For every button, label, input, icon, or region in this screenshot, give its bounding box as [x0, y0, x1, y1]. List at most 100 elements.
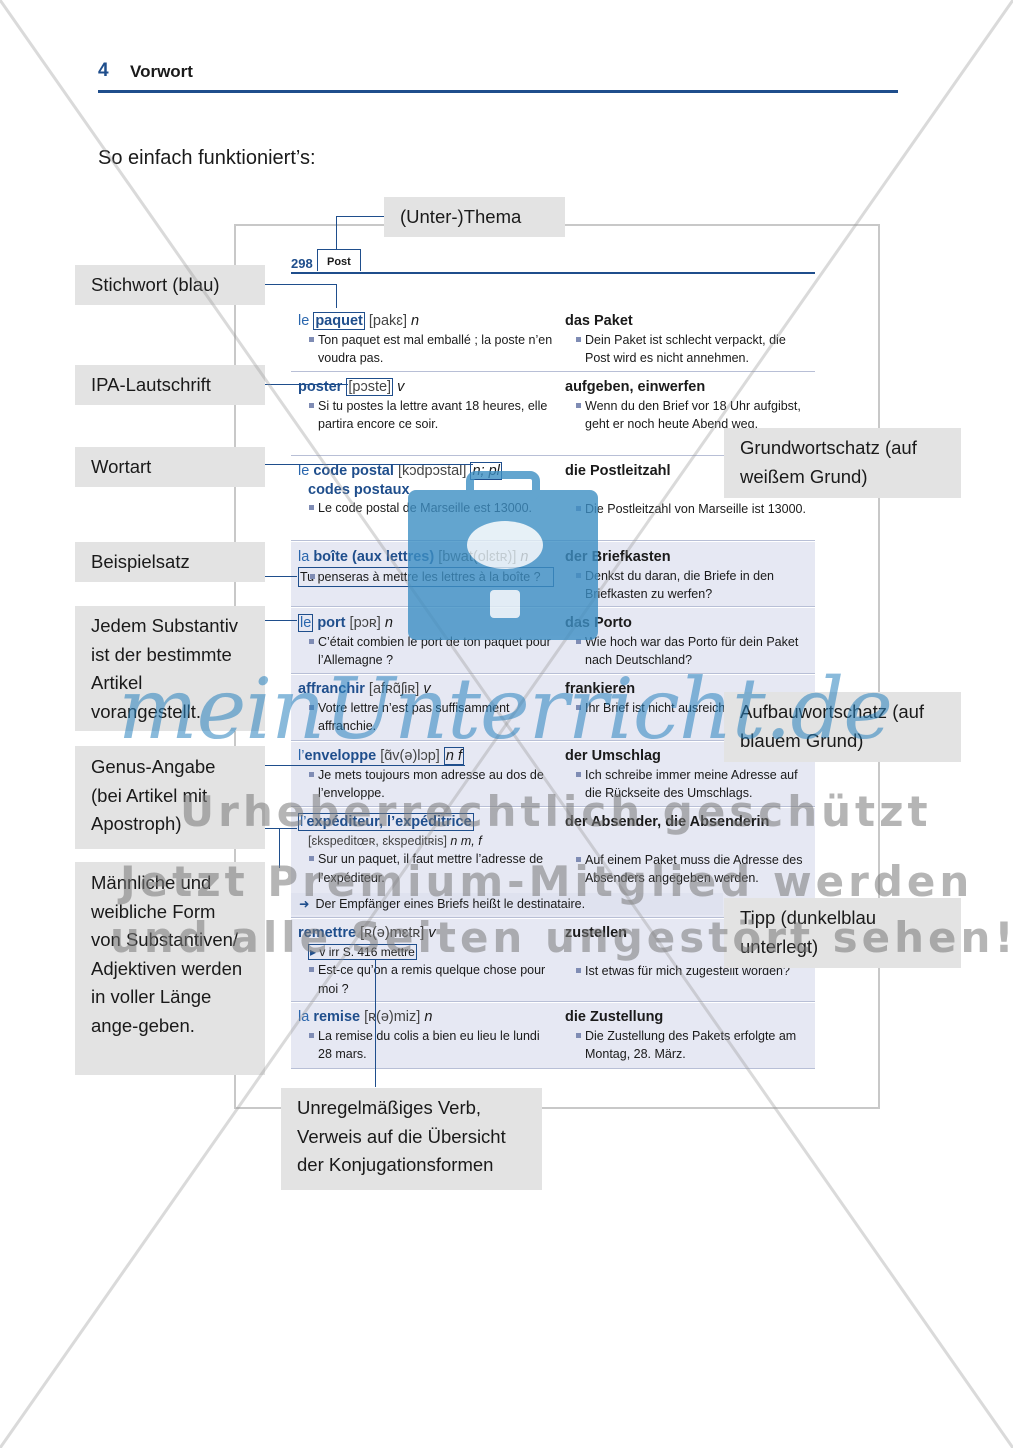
dict-entry: la boîte (aux lettres) [bwat(olɛtʀ)] n T…	[291, 542, 815, 607]
entry-irregular-ref[interactable]: v irr S. 416 mettre	[319, 944, 415, 959]
entry-example: Le code postal de Marseille est 13000.	[298, 499, 556, 518]
entry-pos: n	[520, 549, 529, 565]
intro-text: So einfach funktioniert’s:	[98, 147, 316, 169]
entry-article: l’	[298, 748, 305, 764]
entry-translation-example: Die Zustellung des Pakets erfolgte am Mo…	[565, 1027, 811, 1064]
entry-translation-example: Ich schreibe immer meine Adresse auf die…	[565, 766, 811, 803]
entry-article: le	[298, 614, 314, 632]
page-title: Vorwort	[130, 62, 193, 81]
entry-translation: zustellen	[565, 925, 628, 941]
entry-keyword: enveloppe	[304, 748, 377, 764]
entry-pos: n f	[443, 747, 464, 765]
connector-line	[265, 284, 337, 285]
entry-example: Tu penseras à mettre les lettres à la bo…	[298, 566, 554, 587]
label-stichwort: Stichwort (blau)	[75, 265, 265, 305]
entry-example: Si tu postes la lettre avant 18 heures, …	[298, 397, 556, 434]
connector-line	[279, 828, 280, 868]
entry-ipa: [ɛkspeditœʀ, ɛkspeditʀis]	[308, 833, 447, 848]
entry-ipa: [pɔʀ]	[349, 615, 381, 631]
header-rule	[98, 90, 898, 93]
arrow-right-icon: ➜	[299, 897, 310, 911]
entry-example: La remise du colis a bien eu lieu le lun…	[298, 1027, 556, 1064]
entry-translation: der Umschlag	[565, 748, 661, 764]
tip-bar: ➜ Der Empfänger eines Briefs heißt le des…	[291, 893, 723, 915]
dict-header-rule	[291, 272, 815, 274]
connector-line	[265, 464, 473, 465]
connector-line	[375, 960, 376, 1087]
entry-pos: n	[424, 1009, 433, 1025]
entry-translation-example: Denkst du daran, die Briefe in den Brief…	[565, 567, 811, 604]
label-beispielsatz: Beispielsatz	[75, 542, 265, 582]
entry-pos: v	[428, 925, 436, 941]
label-formen: Männliche und weibliche Form von Substan…	[75, 862, 265, 1075]
connector-line	[265, 576, 297, 577]
entry-example: Je mets toujours mon adresse au dos de l…	[298, 766, 556, 803]
connector-line	[265, 384, 348, 385]
dict-topic: Post	[317, 249, 361, 271]
label-wortart: Wortart	[75, 447, 265, 487]
entry-keyword: boîte (aux lettres)	[313, 549, 435, 565]
entry-keyword: remise	[313, 1009, 361, 1025]
tip-text: Der Empfänger eines Briefs heißt le dest…	[315, 897, 586, 911]
entry-ipa: [kɔdpɔstal]	[397, 463, 467, 479]
entry-article: l’	[300, 814, 307, 830]
label-thema: (Unter-)Thema	[384, 197, 565, 237]
connector-line	[265, 620, 297, 621]
entry-translation: aufgeben, einwerfen	[565, 379, 706, 395]
entry-pos: v	[423, 681, 431, 697]
entry-article: la	[298, 549, 310, 565]
entry-example: Ton paquet est mal emballé ; la poste n’…	[298, 331, 556, 368]
label-genus: Genus-Angabe (bei Artikel mit Apostroph)	[75, 746, 265, 849]
entry-ipa: [ʀ(ə)mɛtʀ]	[360, 925, 425, 941]
page-number: 4	[98, 60, 109, 81]
entry-plural: codes postaux	[308, 481, 410, 498]
dict-entry: la remise [ʀ(ə)miz] n La remise du colis…	[291, 1003, 815, 1069]
dict-entry: le paquet [pakɛ] n Ton paquet est mal em…	[291, 308, 815, 372]
entry-translation: der Absender, die Absenderin	[565, 814, 770, 830]
entry-ipa: [afʀɑ̃ʃiʀ]	[368, 681, 420, 697]
entry-keyword: remettre	[298, 925, 357, 941]
entry-keyword: paquet	[313, 312, 365, 330]
entry-translation: die Zustellung	[565, 1009, 664, 1025]
entry-keyword: affranchir	[298, 681, 365, 697]
entry-example: Sur un paquet, il faut mettre l’adresse …	[298, 850, 556, 887]
entry-pos: n	[384, 615, 393, 631]
label-verb: Unregelmäßiges Verb, Verweis auf die Übe…	[281, 1088, 542, 1190]
entry-ipa: [pakɛ]	[368, 313, 407, 329]
connector-line	[265, 828, 297, 829]
dict-entry: poster [pɔste] v Si tu postes la lettre …	[291, 373, 815, 456]
entry-ipa: [ɑ̃v(ə)lɔp]	[380, 748, 440, 764]
entry-translation: frankieren	[565, 681, 636, 697]
entry-translation-example: Dein Paket ist schlecht verpackt, die Po…	[565, 331, 811, 368]
entry-translation: das Paket	[565, 313, 633, 329]
entry-translation-example: Wenn du den Brief vor 18 Uhr aufgibst, g…	[565, 397, 811, 434]
entry-translation: der Briefkasten	[565, 549, 671, 565]
label-aufbauwortschatz: Aufbauwortschatz (auf blauem Grund)	[724, 692, 961, 762]
entry-translation-example: Wie hoch war das Porto für dein Paket na…	[565, 633, 811, 670]
connector-line	[265, 765, 465, 766]
label-grundwortschatz: Grundwortschatz (auf weißem Grund)	[724, 428, 961, 498]
dict-entry: le port [pɔʀ] n C’était combien le port …	[291, 608, 815, 674]
label-tipp: Tipp (dunkelblau unterlegt)	[724, 898, 961, 968]
entry-article: le	[298, 463, 310, 479]
entry-pos: n; pl	[470, 462, 502, 480]
entry-keyword: poster	[298, 379, 343, 395]
entry-translation: das Porto	[565, 615, 632, 631]
connector-line	[336, 284, 337, 308]
entry-example: Votre lettre n’est pas suffisamment affr…	[298, 699, 556, 736]
entry-translation-example: Auf einem Paket muss die Adresse des Abs…	[565, 851, 811, 888]
entry-translation-example: Die Postleitzahl von Marseille ist 13000…	[565, 500, 811, 519]
dict-page-number: 298	[291, 256, 313, 271]
entry-ipa: [ʀ(ə)miz]	[364, 1009, 421, 1025]
entry-keyword: expéditeur, l’expéditrice	[306, 814, 472, 830]
entry-example: C’était combien le port de ton paquet po…	[298, 633, 556, 670]
entry-article: le	[298, 313, 310, 329]
entry-keyword: code postal	[313, 463, 394, 479]
entry-example: Est-ce qu’on a remis quelque chose pour …	[298, 961, 556, 998]
entry-keyword: port	[317, 615, 346, 631]
entry-pos: n	[411, 313, 420, 329]
entry-pos: n m, f	[450, 833, 482, 848]
connector-line	[336, 216, 384, 217]
entry-translation: die Postleitzahl	[565, 463, 671, 479]
label-artikel: Jedem Substantiv ist der bestimmte Artik…	[75, 606, 265, 731]
